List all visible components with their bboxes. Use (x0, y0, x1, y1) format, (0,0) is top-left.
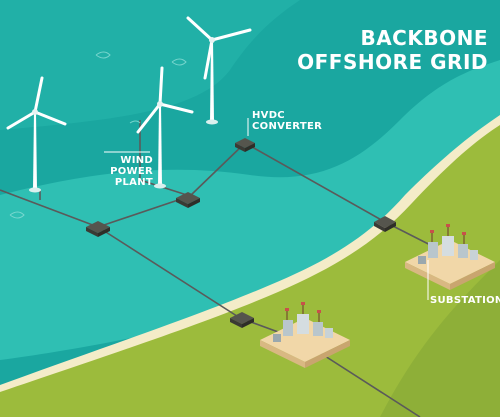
wind-power-plant-label: WIND POWER PLANT (105, 155, 153, 188)
land-area (0, 125, 500, 417)
title-line-1: BACKBONE (360, 26, 488, 50)
wind-label-line-1: WIND (120, 155, 153, 166)
converter-box-5 (230, 312, 254, 328)
converter-boxes (86, 138, 396, 328)
hvdc-converter-label: HVDC CONVERTER (252, 110, 322, 132)
page-title: BACKBONE OFFSHORE GRID (297, 26, 488, 74)
upper-sea-tint (0, 0, 300, 130)
substation-label: SUBSTATION (430, 295, 500, 306)
wind-label-line-3: PLANT (114, 177, 153, 188)
cable-6 (97, 226, 241, 319)
wind-turbine-2 (136, 66, 194, 189)
converter-box-1 (86, 221, 110, 237)
converter-box-2 (176, 192, 200, 208)
title-line-2: OFFSHORE GRID (297, 50, 488, 74)
cable-1 (0, 189, 99, 228)
wind-label-line-2: POWER (110, 166, 153, 177)
cable-2 (97, 195, 191, 228)
hvdc-label-line-2: CONVERTER (252, 121, 323, 132)
wind-turbine-1 (6, 76, 67, 193)
shallow-sea-band (0, 60, 500, 360)
cable-3 (189, 142, 246, 197)
hvdc-label-line-1: HVDC (252, 110, 285, 121)
land-shade (380, 260, 500, 417)
converter-box-3 (235, 138, 255, 152)
label-leaders (104, 118, 429, 300)
wind-turbine-3 (186, 16, 252, 125)
cable-4 (244, 142, 386, 223)
converter-box-4 (374, 216, 396, 232)
wave-marks (9, 51, 187, 219)
cable-9 (139, 179, 191, 197)
substation-left (260, 302, 350, 368)
